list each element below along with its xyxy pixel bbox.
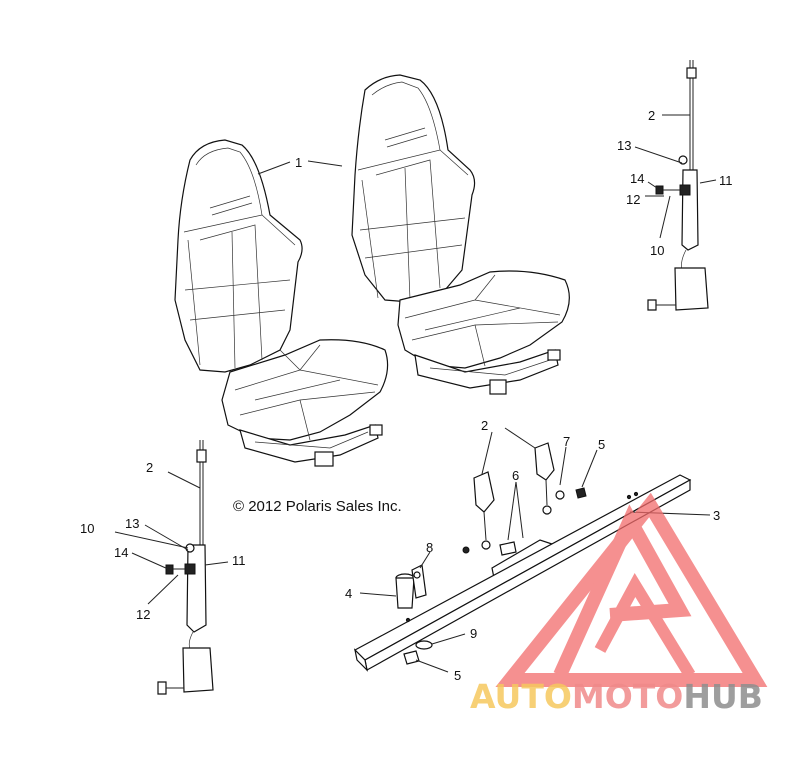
callout-6: 6: [512, 468, 519, 483]
seat-belt-top-right: [647, 60, 709, 311]
callout-13-top: 13: [617, 138, 631, 153]
callout-8: 8: [426, 540, 433, 555]
buckle-center: [462, 471, 495, 554]
callout-14-left: 14: [114, 545, 128, 560]
callout-10-top: 10: [650, 243, 664, 258]
nut-5b: [403, 650, 420, 665]
callout-7: 7: [563, 434, 570, 449]
callout-2-top: 2: [648, 108, 655, 123]
bolt-6: [499, 541, 517, 556]
callout-2-left: 2: [146, 460, 153, 475]
buckle-right: [534, 442, 555, 515]
leader-1b: [307, 160, 343, 167]
callout-13-left: 13: [125, 516, 139, 531]
seat-belt-left: [157, 440, 214, 695]
watermark-hub: HUB: [683, 677, 763, 716]
callout-labels: 1 2 13 14 11 12 10 2 7 5 6 3 8 4 9 5 2 1…: [80, 108, 733, 683]
callout-10-left: 10: [80, 521, 94, 536]
callout-11-left: 11: [232, 553, 246, 568]
copyright-text: © 2012 Polaris Sales Inc.: [233, 498, 402, 515]
seat-left: [174, 139, 389, 467]
callout-5-top: 5: [598, 437, 605, 452]
watermark-logo: [495, 492, 768, 687]
callout-1: 1: [295, 155, 302, 170]
callout-2-mid: 2: [481, 418, 488, 433]
callout-5-bot: 5: [454, 668, 461, 683]
callout-12-top: 12: [626, 192, 640, 207]
callout-3: 3: [713, 508, 720, 523]
callout-14-top: 14: [630, 171, 644, 186]
washer-9: [415, 640, 433, 650]
watermark-text: AUTOMOTOHUB: [470, 677, 763, 716]
watermark-moto: MOTO: [572, 677, 683, 716]
callout-4: 4: [345, 586, 352, 601]
watermark-auto: AUTO: [470, 677, 572, 716]
seat-right: [351, 74, 570, 395]
leader-1a: [257, 161, 291, 175]
callout-11-top: 11: [719, 173, 733, 188]
crossbar-3: [354, 474, 692, 672]
clip-8: [411, 564, 427, 599]
callout-12-left: 12: [136, 607, 150, 622]
washer-7: [555, 490, 565, 500]
callout-9: 9: [470, 626, 477, 641]
pin-4: [395, 573, 415, 609]
nut-5: [575, 487, 587, 499]
